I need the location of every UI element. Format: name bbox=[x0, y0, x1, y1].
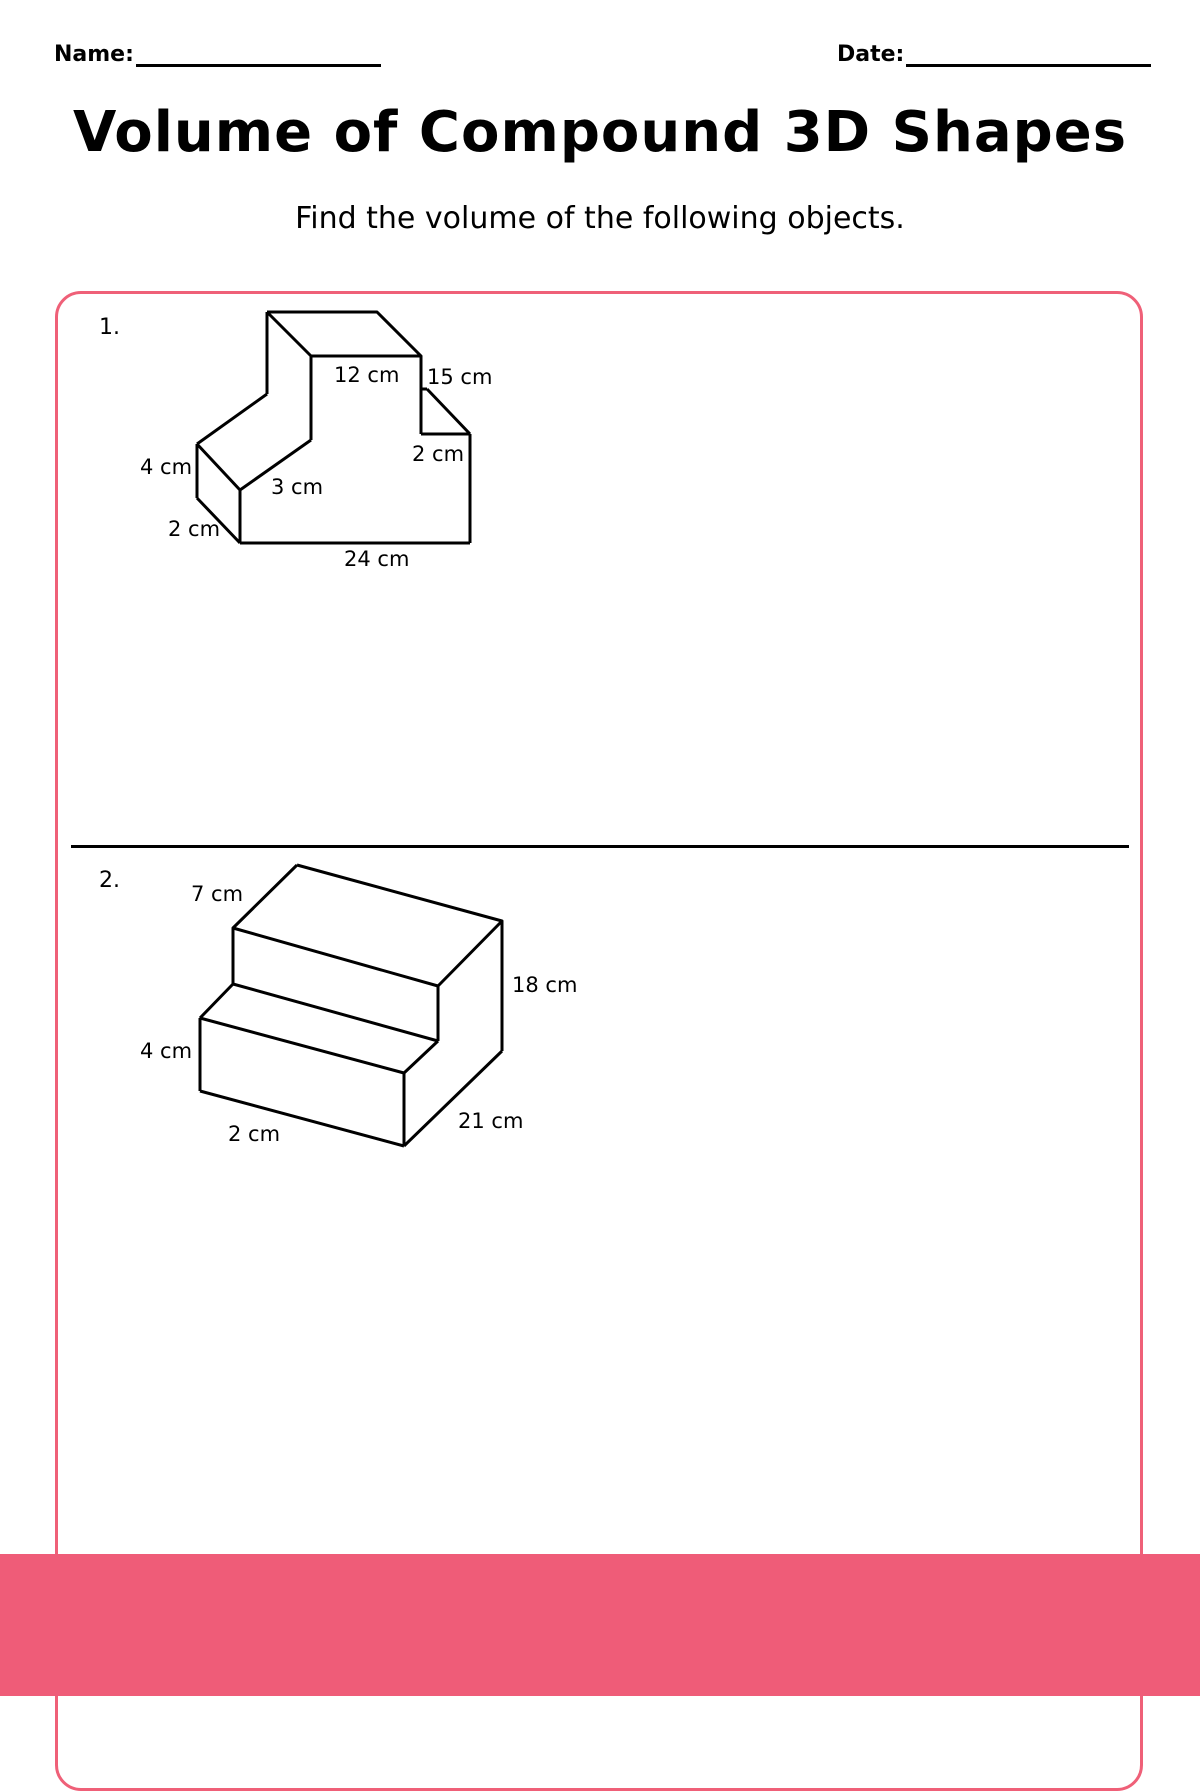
p2-label-21cm: 21 cm bbox=[458, 1109, 523, 1133]
name-blank-line[interactable] bbox=[135, 40, 381, 67]
name-label: Name: bbox=[54, 42, 134, 67]
p2-label-18cm: 18 cm bbox=[512, 973, 577, 997]
p2-label-4cm: 4 cm bbox=[140, 1039, 192, 1063]
name-field[interactable]: Name: bbox=[54, 40, 381, 67]
p1-label-12cm: 12 cm bbox=[334, 363, 399, 387]
problem-1-number: 1. bbox=[99, 315, 120, 340]
p1-label-24cm: 24 cm bbox=[344, 547, 409, 571]
date-field[interactable]: Date: bbox=[837, 40, 1152, 67]
figures-layer: 12 cm 15 cm 2 cm 3 cm 4 cm 2 cm 24 cm 7 … bbox=[140, 310, 577, 1148]
problem-2-figure bbox=[198, 863, 504, 1148]
worksheet-instructions: Find the volume of the following objects… bbox=[295, 201, 905, 236]
date-label: Date: bbox=[837, 42, 905, 67]
p2-label-2cm: 2 cm bbox=[228, 1122, 280, 1146]
problem-divider bbox=[71, 845, 1129, 848]
worksheet-title: Volume of Compound 3D Shapes bbox=[72, 100, 1128, 165]
p1-label-15cm: 15 cm bbox=[427, 365, 492, 389]
problem-1-figure bbox=[195, 310, 472, 545]
p1-label-2cm-depth: 2 cm bbox=[168, 517, 220, 541]
date-blank-line[interactable] bbox=[906, 40, 1152, 67]
problem-2-number: 2. bbox=[99, 868, 120, 893]
p1-label-3cm: 3 cm bbox=[271, 475, 323, 499]
p1-label-2cm-step: 2 cm bbox=[412, 442, 464, 466]
p1-label-4cm: 4 cm bbox=[140, 455, 192, 479]
footer-band bbox=[0, 1554, 1200, 1696]
p2-label-7cm: 7 cm bbox=[191, 882, 243, 906]
